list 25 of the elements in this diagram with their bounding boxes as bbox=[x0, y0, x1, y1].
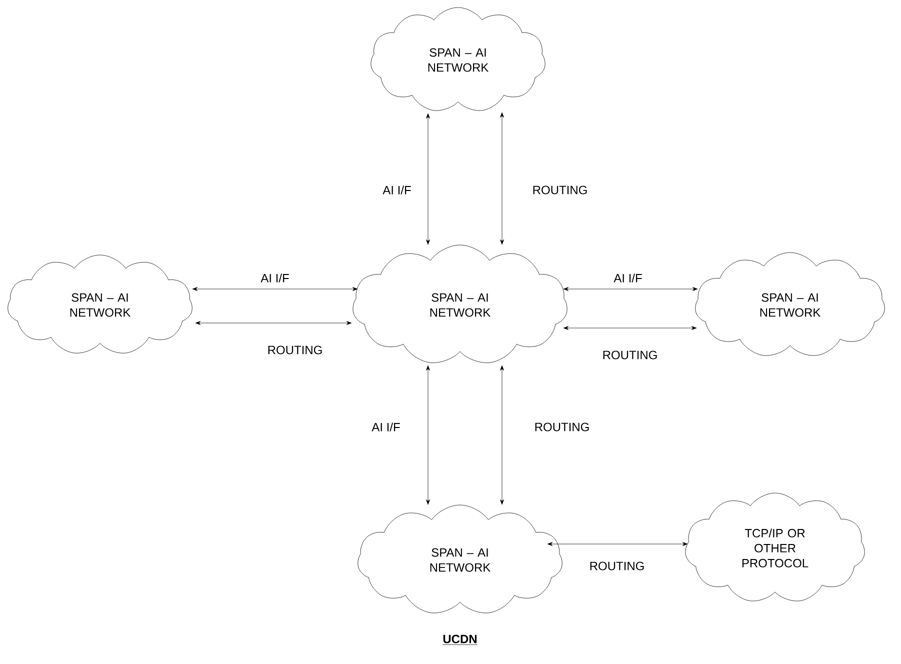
cloud-node: SPAN – AI NETWORK bbox=[8, 254, 192, 354]
edge-label: ROUTING bbox=[588, 560, 646, 572]
double-arrow bbox=[195, 321, 352, 325]
edge-label: ROUTING bbox=[531, 184, 589, 196]
cloud-node: SPAN – AI NETWORK bbox=[370, 7, 546, 111]
double-arrow bbox=[500, 365, 504, 505]
cloud-node: TCP/IP OR OTHER PROTOCOL bbox=[685, 492, 865, 602]
edge-label: AI I/F bbox=[382, 184, 412, 196]
edge-label: ROUTING bbox=[266, 344, 324, 356]
double-arrow bbox=[547, 542, 688, 546]
cloud-node: SPAN – AI NETWORK bbox=[695, 252, 885, 356]
double-arrow bbox=[192, 287, 358, 291]
double-arrow bbox=[426, 113, 430, 245]
edge-label: ROUTING bbox=[601, 350, 659, 360]
double-arrow bbox=[563, 287, 698, 291]
edge-label: AI I/F bbox=[370, 422, 402, 432]
double-arrow bbox=[500, 112, 504, 245]
edge-label: ROUTING bbox=[533, 422, 591, 432]
cloud-node: SPAN – AI NETWORK bbox=[352, 244, 568, 363]
edge-label: AI I/F bbox=[260, 272, 290, 284]
caption: UCDN bbox=[442, 634, 478, 645]
double-arrow bbox=[563, 326, 697, 330]
edge-label: AI I/F bbox=[612, 272, 644, 284]
double-arrow bbox=[426, 365, 430, 505]
cloud-node: SPAN – AI NETWORK bbox=[358, 504, 562, 614]
